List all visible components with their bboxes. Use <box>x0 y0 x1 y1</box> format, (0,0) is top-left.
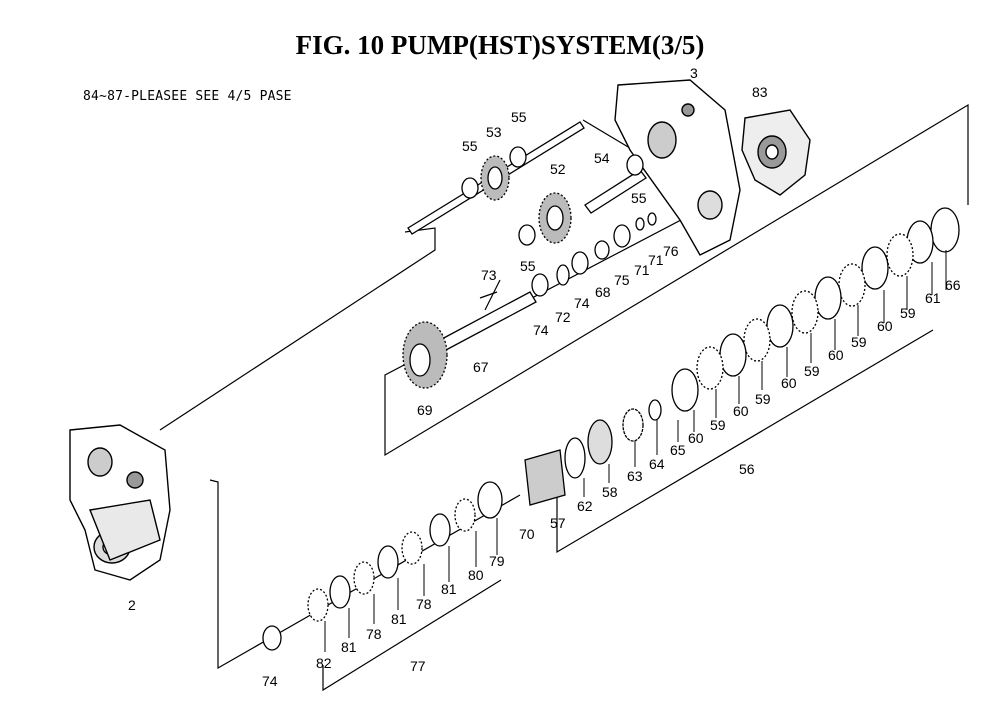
callout-67: 67 <box>473 359 489 375</box>
callout-70: 70 <box>519 526 535 542</box>
callout-78: 78 <box>366 626 382 642</box>
callout-79: 79 <box>489 553 505 569</box>
gears <box>402 155 572 389</box>
callout-60: 60 <box>688 430 704 446</box>
callout-66: 66 <box>945 277 961 293</box>
callout-59: 59 <box>710 417 726 433</box>
callout-74: 74 <box>262 673 278 689</box>
callout-62: 62 <box>577 498 593 514</box>
callout-83: 83 <box>752 84 768 100</box>
callout-54: 54 <box>594 150 610 166</box>
callout-59: 59 <box>851 334 867 350</box>
figure-title: FIG. 10 PUMP(HST)SYSTEM(3/5) <box>295 30 705 60</box>
callout-68: 68 <box>595 284 611 300</box>
callout-63: 63 <box>627 468 643 484</box>
callout-77: 77 <box>410 658 426 674</box>
part-83 <box>741 109 811 196</box>
callout-76: 76 <box>663 243 679 259</box>
callout-52: 52 <box>550 161 566 177</box>
callout-81: 81 <box>341 639 357 655</box>
callout-65: 65 <box>670 442 686 458</box>
leader-lines <box>324 250 947 652</box>
callout-58: 58 <box>602 484 618 500</box>
callout-81: 81 <box>391 611 407 627</box>
callout-60: 60 <box>733 403 749 419</box>
callout-55: 55 <box>631 190 647 206</box>
callout-71: 71 <box>648 252 664 268</box>
clutch-discs <box>307 207 960 622</box>
callout-71: 71 <box>634 262 650 278</box>
callout-75: 75 <box>614 272 630 288</box>
callout-73: 73 <box>481 267 497 283</box>
callout-59: 59 <box>804 363 820 379</box>
bracket-77 <box>322 579 502 692</box>
callout-57: 57 <box>550 515 566 531</box>
housing-3 <box>614 79 741 256</box>
callout-74: 74 <box>574 295 590 311</box>
callout-69: 69 <box>417 402 433 418</box>
callout-55: 55 <box>520 258 536 274</box>
callout-60: 60 <box>877 318 893 334</box>
bearings <box>262 146 657 651</box>
upper-frame-line <box>159 227 436 431</box>
callout-labels: 2 3 83 55 53 55 52 54 55 55 76 71 71 75 … <box>128 65 961 689</box>
callout-82: 82 <box>316 655 332 671</box>
callout-2: 2 <box>128 597 136 613</box>
callout-74: 74 <box>533 322 549 338</box>
callout-78: 78 <box>416 596 432 612</box>
reference-note: 84~87-PLEASEE SEE 4/5 PASE <box>83 89 292 104</box>
callout-3: 3 <box>690 65 698 81</box>
callout-56: 56 <box>739 461 755 477</box>
callout-60: 60 <box>828 347 844 363</box>
housing-2 <box>69 424 171 581</box>
callout-80: 80 <box>468 567 484 583</box>
callout-61: 61 <box>925 290 941 306</box>
callout-64: 64 <box>649 456 665 472</box>
callout-59: 59 <box>900 305 916 321</box>
callout-72: 72 <box>555 309 571 325</box>
callout-55: 55 <box>511 109 527 125</box>
callout-60: 60 <box>781 375 797 391</box>
callout-59: 59 <box>755 391 771 407</box>
callout-55: 55 <box>462 138 478 154</box>
callout-81: 81 <box>441 581 457 597</box>
callout-53: 53 <box>486 124 502 140</box>
